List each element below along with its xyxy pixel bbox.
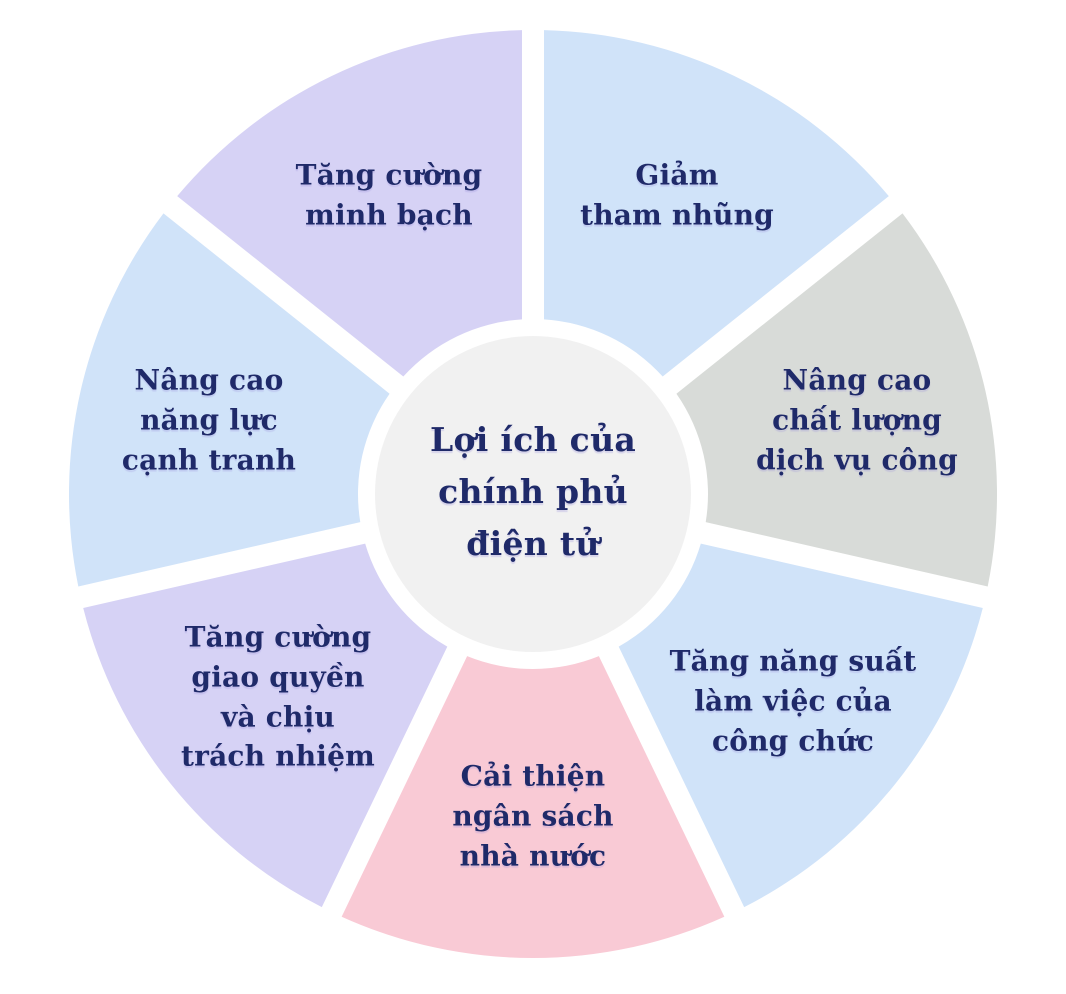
wheel-segment-2 (618, 543, 983, 908)
wheel-segment-1 (676, 213, 998, 587)
center-circle (375, 336, 691, 652)
wheel-segment-0 (544, 30, 889, 377)
wheel-segment-5 (68, 213, 390, 587)
wheel-segment-4 (83, 543, 448, 908)
wheel-segment-3 (341, 656, 725, 958)
wheel-segment-6 (177, 30, 522, 377)
